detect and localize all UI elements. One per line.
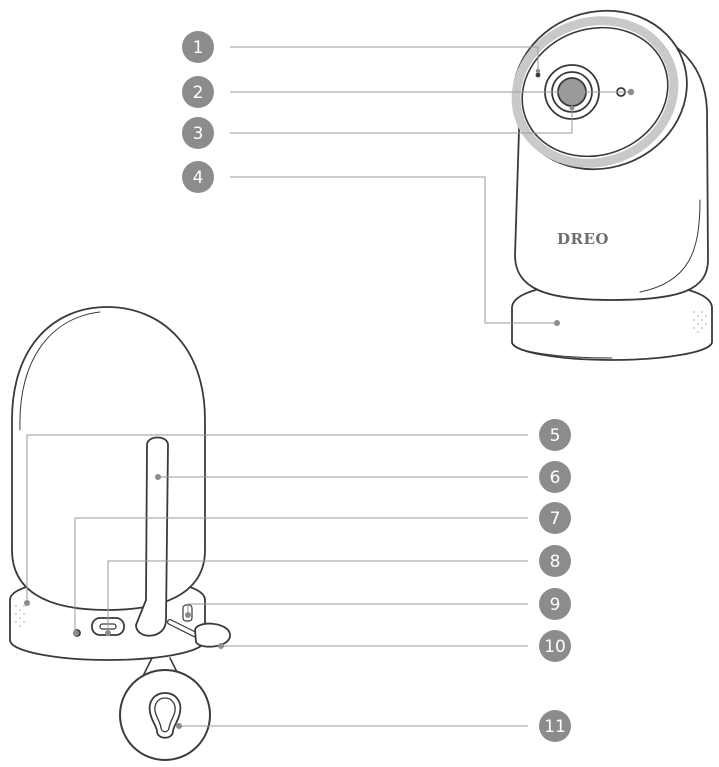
leader-9 [188, 604, 528, 615]
front-mic [537, 74, 540, 77]
svg-text:2: 2 [193, 83, 204, 103]
callout-badge-6: 6 [539, 461, 571, 493]
leader-1 [230, 47, 538, 70]
callout-badge-3: 3 [182, 117, 214, 149]
svg-text:11: 11 [544, 717, 566, 737]
svg-text:7: 7 [550, 509, 561, 529]
svg-text:1: 1 [193, 38, 204, 58]
svg-text:10: 10 [544, 637, 566, 657]
svg-text:5: 5 [550, 426, 561, 446]
callout-badge-4: 4 [182, 161, 214, 193]
callout-badge-11: 11 [539, 710, 571, 742]
callout-badge-9: 9 [539, 588, 571, 620]
callout-badge-8: 8 [539, 545, 571, 577]
callout-badge-10: 10 [539, 630, 571, 662]
rear-camera [10, 307, 230, 760]
brand-logo: DREO [557, 230, 609, 248]
svg-text:6: 6 [550, 468, 561, 488]
svg-text:4: 4 [193, 168, 204, 188]
leader-4 [230, 177, 557, 323]
svg-text:8: 8 [550, 552, 561, 572]
callout-badge-1: 1 [182, 31, 214, 63]
svg-text:3: 3 [193, 124, 204, 144]
callout-badge-5: 5 [539, 419, 571, 451]
callout-badge-7: 7 [539, 502, 571, 534]
callout-badge-2: 2 [182, 76, 214, 108]
svg-text:9: 9 [550, 595, 561, 615]
rear-plug [195, 624, 230, 647]
front-camera [491, 0, 712, 360]
callout-badges: 1 2 3 4 5 6 7 8 9 10 11 [182, 31, 571, 742]
